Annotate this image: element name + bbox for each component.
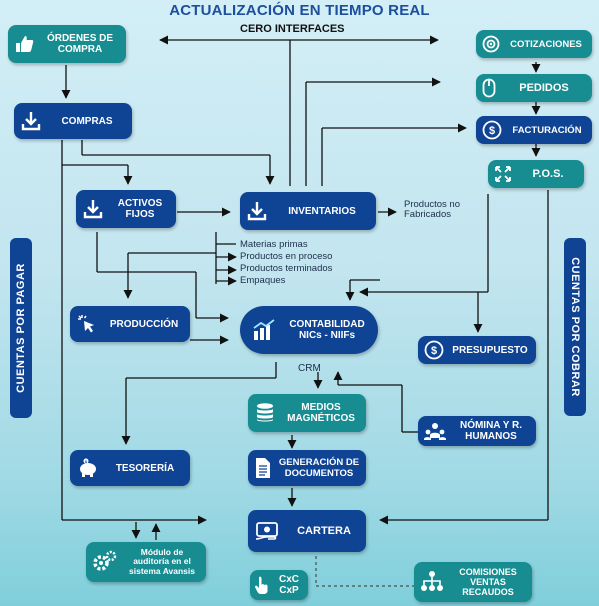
download-tray-icon [82,198,104,220]
inventory-type-item: Materias primas [240,239,308,250]
download-tray-icon [246,200,268,222]
cero-interfaces-label: CERO INTERFACES [240,23,345,35]
inventory-type-item: Productos en proceso [240,251,333,262]
node-ordenes-de-compra[interactable]: ÓRDENES DE COMPRA [8,25,126,63]
node-pedidos-label: PEDIDOS [519,81,569,94]
node-cartera-label: CARTERA [297,524,351,537]
node-compras-label: COMPRAS [61,115,113,127]
node-comisiones-label: COMISIONES VENTAS RECAUDOS [459,567,517,597]
node-produccion[interactable]: PRODUCCIÓN [70,306,190,342]
people-group-icon [424,421,446,441]
bar-chart-icon [252,319,276,341]
node-presupuesto[interactable]: $ PRESUPUESTO [418,336,536,364]
inventory-type-item: Empaques [240,275,286,286]
node-comisiones[interactable]: COMISIONES VENTAS RECAUDOS [414,562,532,602]
cursor-click-icon [76,313,98,335]
hand-pointer-icon [254,575,270,595]
crm-label: CRM [298,363,321,374]
dollar-circle-icon: $ [482,120,502,140]
node-inventarios-label: INVENTARIOS [288,205,356,217]
node-contabilidad-label: CONTABILIDAD NICs - NIIFs [289,319,365,341]
node-compras[interactable]: COMPRAS [14,103,132,139]
svg-text:$: $ [431,345,437,357]
node-cxc-label: CxC CxP [278,574,299,596]
node-generacion-label: GENERACIÓN DE DOCUMENTOS [278,457,360,479]
mouse-icon [482,78,496,98]
node-modulo-auditoria[interactable]: Módulo de auditoría en el sistema Avansi… [86,542,206,582]
node-facturacion-label: FACTURACIÓN [512,124,582,136]
cuentas-por-pagar-text: CUENTAS POR PAGAR [15,263,27,393]
dollar-circle-icon: $ [424,340,444,360]
download-tray-icon [20,110,42,132]
org-hierarchy-icon [420,570,444,594]
node-inventarios[interactable]: INVENTARIOS [240,192,376,230]
diagram-title: ACTUALIZACIÓN EN TIEMPO REAL [169,2,430,19]
node-activos-label: ACTIVOS FIJOS [117,198,163,220]
node-tesoreria-label: TESORERÍA [115,462,175,474]
node-ordenes-label: ÓRDENES DE COMPRA [46,33,114,55]
inventory-type-item: Productos terminados [240,263,333,274]
node-nomina-label: NÓMINA Y R. HUMANOS [459,420,523,442]
productos-no-fabricados: Productos no Fabricados [404,199,460,220]
target-icon [482,35,500,53]
node-pos-label: P.O.S. [532,167,564,180]
document-icon [254,457,272,479]
node-medios-magneticos[interactable]: MEDIOS MAGNÉTICOS [248,394,366,432]
node-presupuesto-label: PRESUPUESTO [452,344,528,356]
node-pedidos[interactable]: PEDIDOS [476,74,592,102]
svg-text:$: $ [489,125,495,137]
piggy-bank-icon: $ [76,458,100,478]
node-medios-label: MEDIOS MAGNÉTICOS [287,402,355,424]
node-cotizaciones[interactable]: COTIZACIONES [476,30,592,58]
expand-arrows-icon [494,165,512,183]
thumbs-up-icon [14,34,34,54]
svg-text:$: $ [85,459,88,464]
gears-icon [92,550,118,574]
node-modulo-label: Módulo de auditoría en el sistema Avansi… [129,546,195,576]
wallet-hand-icon [254,519,282,543]
node-nomina[interactable]: NÓMINA Y R. HUMANOS [418,416,536,446]
cuentas-por-cobrar-text: CUENTAS POR COBRAR [569,257,582,397]
node-pos[interactable]: P.O.S. [488,160,584,188]
node-activos-fijos[interactable]: ACTIVOS FIJOS [76,190,176,228]
node-facturacion[interactable]: $ FACTURACIÓN [476,116,592,144]
node-cxc-cxp[interactable]: CxC CxP [250,570,308,600]
cuentas-por-cobrar-label: CUENTAS POR COBRAR [564,238,586,416]
database-icon [254,402,276,424]
node-contabilidad[interactable]: CONTABILIDAD NICs - NIIFs [240,306,378,354]
node-produccion-label: PRODUCCIÓN [109,318,179,330]
node-cartera[interactable]: CARTERA [248,510,366,552]
cuentas-por-pagar-label: CUENTAS POR PAGAR [10,238,32,418]
node-generacion-documentos[interactable]: GENERACIÓN DE DOCUMENTOS [248,450,366,486]
node-tesoreria[interactable]: $ TESORERÍA [70,450,190,486]
node-cotizaciones-label: COTIZACIONES [510,38,582,50]
